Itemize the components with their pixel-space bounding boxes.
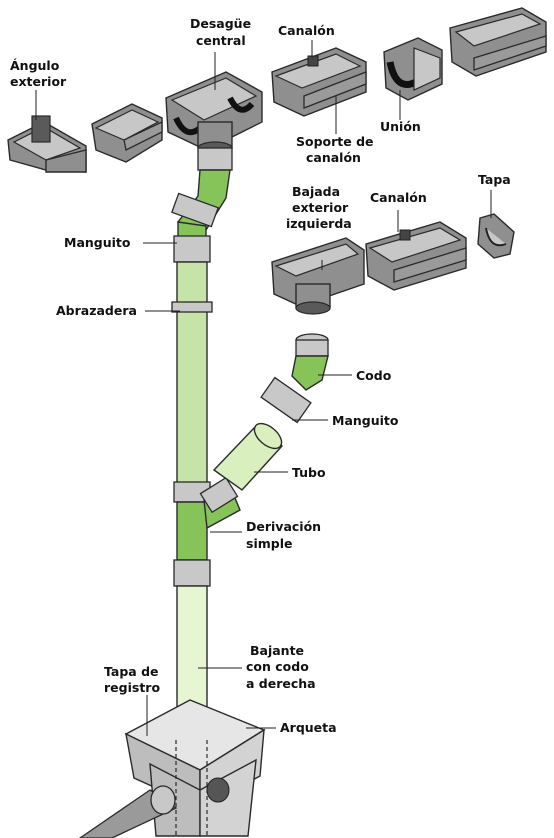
union-piece (384, 38, 442, 100)
label-bajada-2: exterior (292, 200, 349, 215)
exterior-angle-piece (8, 116, 86, 172)
label-desague-central-2: central (196, 33, 246, 48)
label-canalon-right: Canalón (370, 190, 427, 205)
label-angulo-exterior-1: Ángulo (10, 58, 60, 73)
label-desague-central-1: Desagüe (190, 16, 251, 31)
branch-assembly (214, 238, 364, 490)
label-abrazadera: Abrazadera (56, 303, 137, 318)
label-bajada-1: Bajada (292, 184, 340, 199)
gutter-channel-piece (272, 48, 366, 116)
label-soporte-canalon-1: Soporte de (296, 134, 374, 149)
label-canalon-top: Canalón (278, 23, 335, 38)
label-manguito-upper: Manguito (64, 235, 131, 250)
label-manguito-right: Manguito (332, 413, 399, 428)
label-tubo: Tubo (292, 465, 326, 480)
label-tapa-registro-2: registro (104, 680, 160, 695)
inspection-box (80, 700, 264, 838)
label-tapa-registro-1: Tapa de (104, 664, 159, 679)
label-arqueta: Arqueta (280, 720, 337, 735)
label-soporte-canalon-2: canalón (306, 150, 361, 165)
label-derivacion-2: simple (246, 536, 292, 551)
main-downpipe (172, 148, 240, 736)
gutter-segment-piece (92, 104, 162, 162)
label-angulo-exterior-2: exterior (10, 74, 67, 89)
label-bajante-1: Bajante (250, 643, 304, 658)
label-derivacion-1: Derivación (246, 519, 321, 534)
gutter-right-piece (366, 222, 466, 290)
label-bajada-3: izquierda (286, 216, 352, 231)
label-bajante-3: a derecha (246, 676, 316, 691)
label-bajante-2: con codo (246, 659, 309, 674)
label-tapa: Tapa (478, 172, 511, 187)
labels: Ángulo exterior Desagüe central Canalón … (10, 16, 511, 735)
gutter-end-piece (450, 8, 546, 76)
label-union: Unión (380, 119, 421, 134)
label-codo: Codo (356, 368, 392, 383)
end-cap-piece (478, 214, 514, 258)
central-outlet-piece (166, 72, 262, 154)
